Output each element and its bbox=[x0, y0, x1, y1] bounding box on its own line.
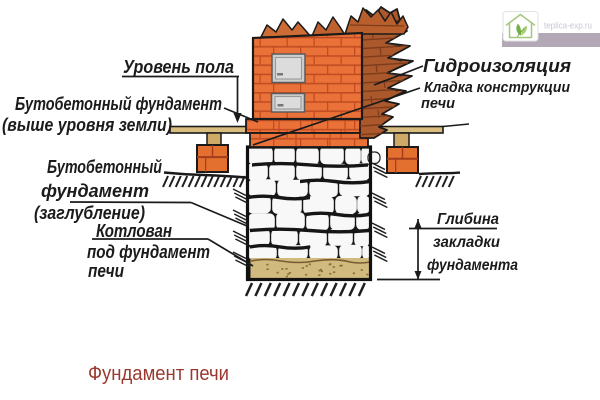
svg-text:Гидроизоляция: Гидроизоляция bbox=[423, 56, 571, 76]
svg-text:(заглубление): (заглубление) bbox=[34, 203, 145, 223]
svg-text:(выше уровня земли): (выше уровня земли) bbox=[2, 115, 172, 135]
svg-text:закладки: закладки bbox=[433, 234, 500, 251]
svg-text:teplica-exp.ru: teplica-exp.ru bbox=[544, 21, 592, 32]
svg-text:Котлован: Котлован bbox=[96, 221, 172, 241]
svg-text:Глибина: Глибина bbox=[437, 211, 499, 228]
svg-text:Бутобетонный: Бутобетонный bbox=[47, 157, 162, 177]
svg-text:Фундамент печи: Фундамент печи bbox=[88, 362, 229, 385]
svg-text:Бутобетонный фундамент: Бутобетонный фундамент bbox=[15, 94, 222, 114]
svg-text:печи: печи bbox=[421, 95, 455, 112]
svg-text:фундамент: фундамент bbox=[41, 181, 149, 201]
svg-text:под фундамент: под фундамент bbox=[87, 242, 210, 262]
svg-text:фундамента: фундамента bbox=[427, 257, 518, 274]
svg-text:печи: печи bbox=[88, 261, 124, 281]
svg-text:Уровень пола: Уровень пола bbox=[123, 57, 234, 77]
svg-text:Кладка конструкции: Кладка конструкции bbox=[424, 79, 570, 96]
